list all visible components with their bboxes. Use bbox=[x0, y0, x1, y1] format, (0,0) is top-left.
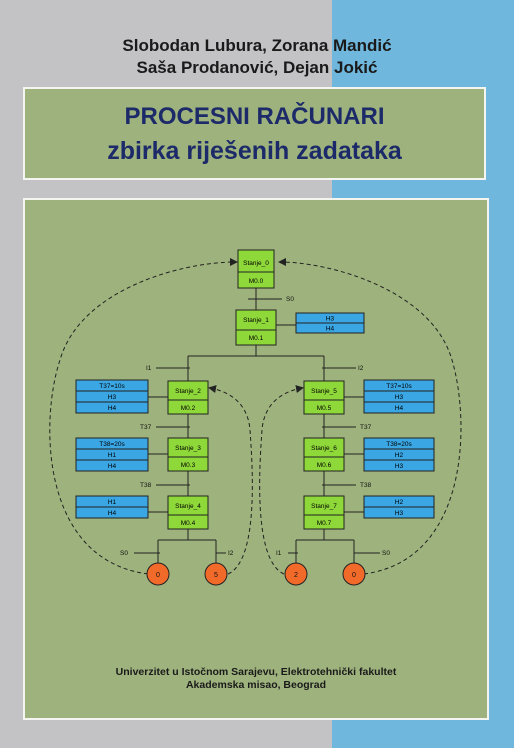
state-mem: M0.4 bbox=[181, 520, 196, 527]
action-row: H3 bbox=[326, 316, 335, 323]
transition-label: I2 bbox=[358, 365, 364, 372]
publisher-line-2: Akademska misao, Beograd bbox=[185, 679, 327, 691]
loop-left-dashed bbox=[49, 258, 238, 575]
state-label: Stanje_6 bbox=[311, 445, 337, 452]
loop-right-dashed bbox=[278, 258, 462, 575]
state-mem: M0.3 bbox=[181, 462, 196, 469]
action-row: H3 bbox=[395, 510, 404, 517]
jump-label: 2 bbox=[294, 572, 298, 579]
jump-label: 0 bbox=[156, 572, 160, 579]
state-stanje-2: Stanje_2 M0.2 bbox=[167, 380, 209, 415]
action-row: H1 bbox=[108, 499, 117, 506]
action-block-7: H2 H3 bbox=[363, 495, 435, 519]
transition-label: S0 bbox=[382, 550, 390, 557]
state-stanje-1: Stanje_1 M0.1 bbox=[235, 309, 277, 346]
state-label: Stanje_3 bbox=[175, 445, 201, 452]
jump-circle-0-right: 0 bbox=[342, 562, 366, 586]
jump-circle-5: 5 bbox=[204, 562, 228, 586]
state-label: Stanje_7 bbox=[311, 503, 337, 510]
state-label: Stanje_1 bbox=[243, 317, 269, 324]
transition-label: T37 bbox=[140, 424, 152, 431]
jump-circle-2: 2 bbox=[284, 562, 308, 586]
action-block-5: T37=10s H3 H4 bbox=[363, 379, 435, 414]
action-row: H3 bbox=[108, 394, 117, 401]
book-subtitle: zbirka riješenih zadataka bbox=[107, 137, 402, 165]
transition-label: T38 bbox=[140, 482, 152, 489]
state-label: Stanje_0 bbox=[243, 260, 269, 267]
jump-label: 0 bbox=[352, 572, 356, 579]
transition-label: S0 bbox=[286, 296, 294, 303]
action-row: T37=10s bbox=[386, 383, 412, 390]
jump-label: 5 bbox=[214, 572, 218, 579]
state-mem: M0.0 bbox=[249, 278, 264, 285]
action-block-3: T38=20s H1 H4 bbox=[75, 437, 149, 472]
action-row: H4 bbox=[108, 510, 117, 517]
transition-label: T38 bbox=[360, 482, 372, 489]
state-stanje-7: Stanje_7 M0.7 bbox=[303, 495, 345, 530]
state-label: Stanje_4 bbox=[175, 503, 201, 510]
state-mem: M0.2 bbox=[181, 405, 196, 412]
cross-left-dashed bbox=[208, 385, 253, 575]
action-row: H4 bbox=[108, 463, 117, 470]
cross-right-dashed bbox=[259, 385, 304, 575]
authors-line-2: Saša Prodanović, Dejan Jokić bbox=[136, 58, 378, 77]
action-row: H4 bbox=[326, 326, 335, 333]
action-row: H4 bbox=[108, 405, 117, 412]
transition-label: S0 bbox=[120, 550, 128, 557]
authors-line-1: Slobodan Lubura, Zorana Mandić bbox=[122, 36, 392, 55]
action-row: H2 bbox=[395, 452, 404, 459]
state-stanje-0: Stanje_0 M0.0 bbox=[237, 249, 275, 289]
transition-label: I2 bbox=[228, 550, 234, 557]
transition-label: I1 bbox=[276, 550, 282, 557]
state-label: Stanje_5 bbox=[311, 388, 337, 395]
action-row: T38=20s bbox=[386, 441, 412, 448]
transition-label: I1 bbox=[146, 365, 152, 372]
action-block-4: H1 H4 bbox=[75, 495, 149, 519]
connection-lines bbox=[134, 288, 380, 563]
transition-label: T37 bbox=[360, 424, 372, 431]
state-stanje-5: Stanje_5 M0.5 bbox=[303, 380, 345, 415]
action-block-6: T38=20s H2 H3 bbox=[363, 437, 435, 472]
action-row: T38=20s bbox=[99, 441, 125, 448]
state-stanje-3: Stanje_3 M0.3 bbox=[167, 437, 209, 472]
book-title: PROCESNI RAČUNARI bbox=[124, 103, 385, 130]
state-mem: M0.6 bbox=[317, 462, 332, 469]
jump-circle-0-left: 0 bbox=[146, 562, 170, 586]
publisher-line-1: Univerzitet u Istočnom Sarajevu, Elektro… bbox=[115, 666, 397, 678]
action-row: H4 bbox=[395, 405, 404, 412]
title-box: PROCESNI RAČUNARI zbirka riješenih zadat… bbox=[23, 87, 486, 180]
action-row: T37=10s bbox=[99, 383, 125, 390]
action-row: H3 bbox=[395, 394, 404, 401]
action-block-1: H3 H4 bbox=[295, 312, 365, 334]
action-block-2: T37=10s H3 H4 bbox=[75, 379, 149, 414]
action-row: H1 bbox=[108, 452, 117, 459]
state-stanje-4: Stanje_4 M0.4 bbox=[167, 495, 209, 530]
state-mem: M0.5 bbox=[317, 405, 332, 412]
action-row: H2 bbox=[395, 499, 404, 506]
state-mem: M0.7 bbox=[317, 520, 332, 527]
action-row: H3 bbox=[395, 463, 404, 470]
state-mem: M0.1 bbox=[249, 335, 264, 342]
state-label: Stanje_2 bbox=[175, 388, 201, 395]
state-stanje-6: Stanje_6 M0.6 bbox=[303, 437, 345, 472]
